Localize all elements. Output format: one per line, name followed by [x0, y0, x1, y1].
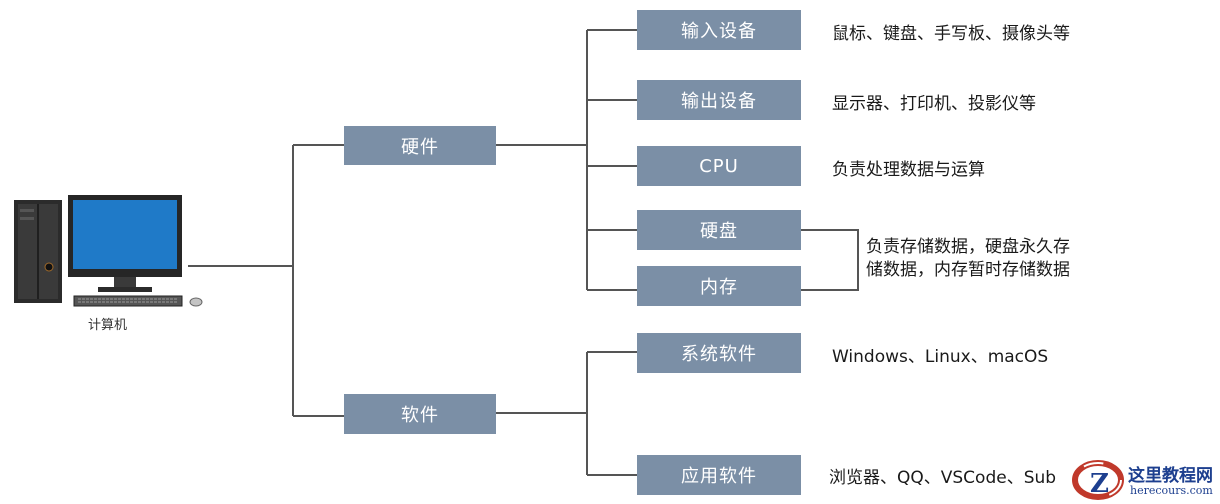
input-device-box: 输入设备 [637, 10, 801, 50]
cpu-box: CPU [637, 146, 801, 186]
storage-desc-line-1: 负责存储数据，硬盘永久存 [866, 237, 1070, 257]
output-device-box: 输出设备 [637, 80, 801, 120]
memory-box: 内存 [637, 266, 801, 306]
storage-desc: 负责存储数据，硬盘永久存 储数据，内存暂时存储数据 [866, 236, 1106, 282]
watermark-url: herecours.com [1130, 484, 1213, 497]
output-device-desc: 显示器、打印机、投影仪等 [832, 94, 1036, 114]
system-software-box: 系统软件 [637, 333, 801, 373]
watermark: Z 这里教程网 herecours.com [1070, 458, 1220, 504]
software-box: 软件 [344, 394, 496, 434]
application-software-desc: 浏览器、QQ、VSCode、Sub [829, 468, 1057, 488]
input-device-desc: 鼠标、键盘、手写板、摄像头等 [832, 24, 1070, 44]
application-software-box: 应用软件 [637, 455, 801, 495]
watermark-logo-icon: Z [1072, 460, 1124, 500]
hardware-box: 硬件 [344, 126, 496, 165]
system-software-desc: Windows、Linux、macOS [832, 347, 1049, 367]
hard-disk-box: 硬盘 [637, 210, 801, 250]
computer-label: 计算机 [88, 318, 128, 333]
svg-text:Z: Z [1090, 469, 1109, 499]
cpu-desc: 负责处理数据与运算 [832, 160, 985, 180]
computer-icon [14, 195, 203, 307]
storage-desc-line-2: 储数据，内存暂时存储数据 [866, 260, 1070, 280]
watermark-title: 这里教程网 [1128, 466, 1213, 486]
